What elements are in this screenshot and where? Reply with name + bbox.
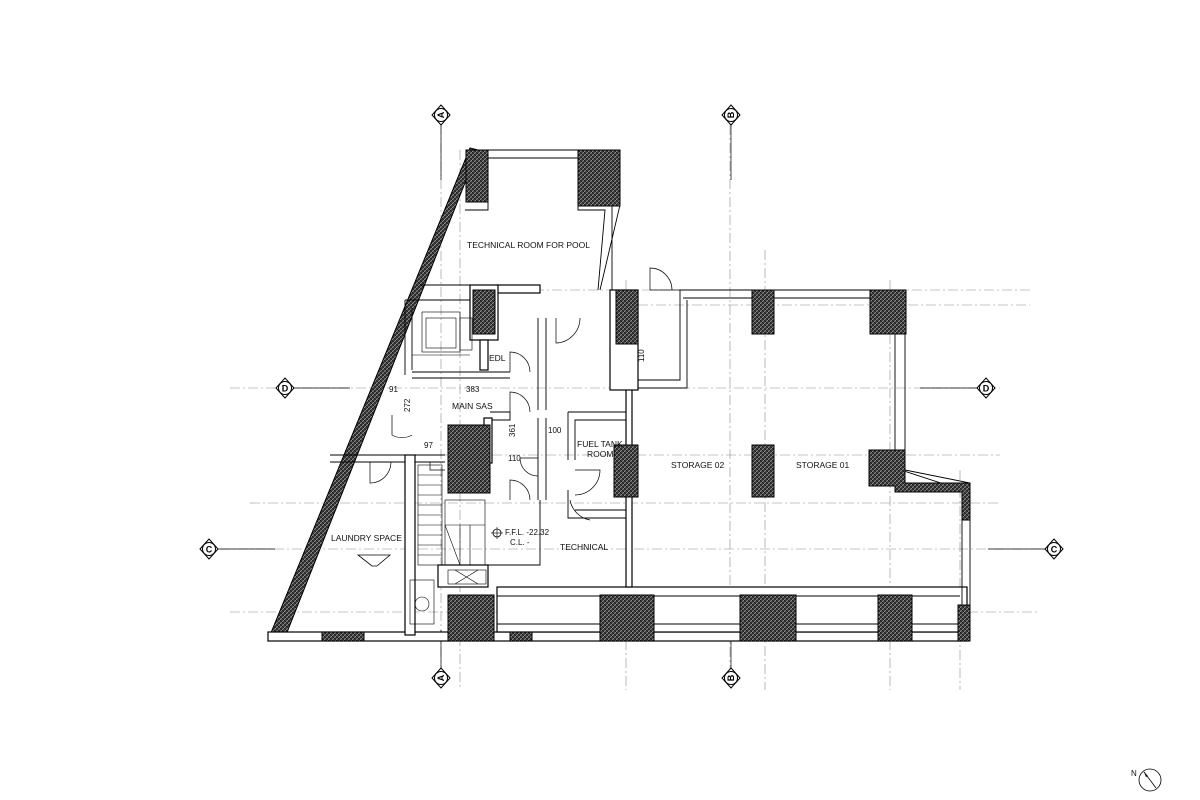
level-cl: C.L. -	[510, 538, 530, 547]
axis-c-left-label: C	[206, 545, 213, 555]
dimension-110-vertical: 110	[637, 349, 646, 362]
staircase	[409, 464, 487, 625]
room-label-fuel-tank-line1: FUEL TANK	[577, 439, 623, 449]
dimension-100: 100	[548, 426, 562, 435]
room-label-fuel-tank-line2: ROOM	[587, 449, 613, 459]
room-label-laundry: LAUNDRY SPACE	[331, 533, 402, 543]
room-label-technical: TECHNICAL	[560, 542, 608, 552]
structural-columns	[321, 149, 971, 642]
edl-equipment	[412, 311, 473, 356]
axis-c-right-label: C	[1051, 545, 1058, 555]
level-marker-icon	[491, 527, 503, 539]
room-label-technical-pool: TECHNICAL ROOM FOR POOL	[467, 240, 590, 250]
axis-markers: A B A B D D C C	[199, 104, 1064, 689]
level-ffl: F.F.L. -22.32	[505, 528, 550, 537]
dimension-97: 97	[424, 441, 433, 450]
north-label: N	[1131, 769, 1137, 778]
doors	[369, 267, 680, 521]
dimension-361: 361	[508, 423, 517, 437]
axis-a-bottom-label: A	[436, 674, 446, 681]
axis-a-top-label: A	[436, 111, 446, 118]
north-arrow-icon: N	[1131, 768, 1162, 792]
dimension-91: 91	[389, 385, 398, 394]
room-label-edl: EDL	[489, 353, 506, 363]
axis-b-top-label: B	[726, 111, 736, 118]
room-label-main-sas: MAIN SAS	[452, 401, 493, 411]
axis-b-bottom-label: B	[726, 674, 736, 681]
axis-d-left-label: D	[282, 384, 289, 394]
dimension-272: 272	[403, 398, 412, 412]
axis-d-right-label: D	[983, 384, 990, 394]
dimension-110-horizontal: 110	[508, 454, 521, 463]
dimension-383: 383	[466, 385, 480, 394]
room-label-storage-02: STORAGE 02	[671, 460, 724, 470]
walls	[267, 147, 971, 642]
laundry-arrow-icon	[356, 554, 392, 567]
room-label-storage-01: STORAGE 01	[796, 460, 849, 470]
